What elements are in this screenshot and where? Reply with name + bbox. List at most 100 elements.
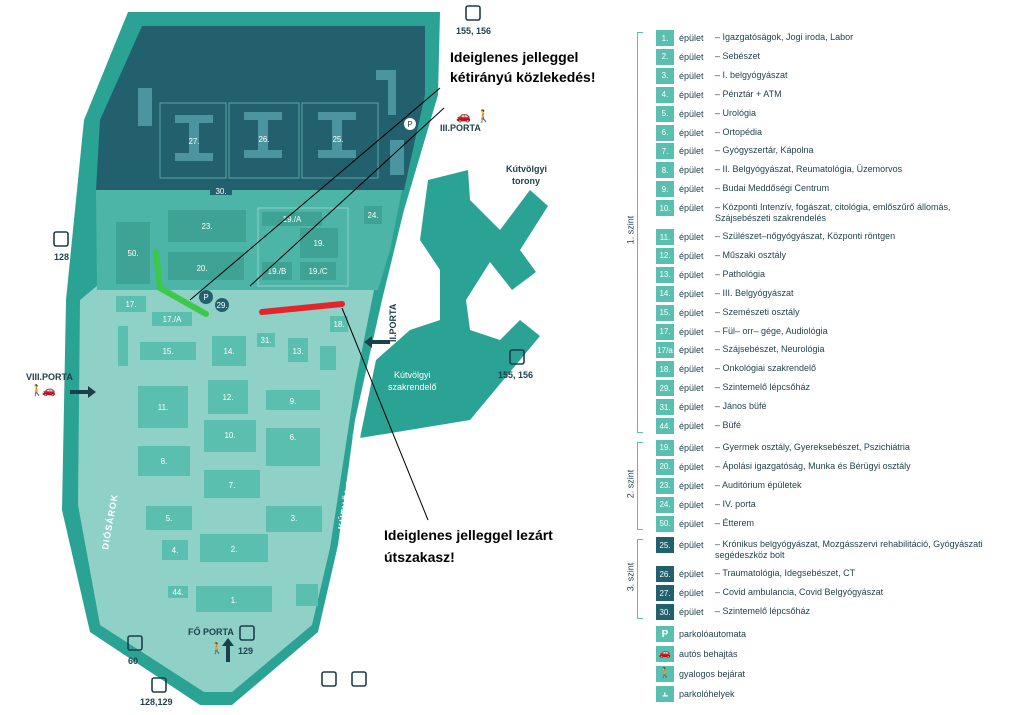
- building-5[interactable]: 5.: [146, 506, 192, 530]
- building-description: – Krónikus belgyógyászat, Mozgásszervi r…: [715, 539, 983, 561]
- building-14[interactable]: 14.: [212, 336, 246, 366]
- annotation-pointer-line: [249, 107, 445, 287]
- building-number-badge: 19.: [656, 439, 674, 456]
- parking-marker: P: [199, 290, 213, 304]
- svg-text:1.: 1.: [231, 596, 238, 605]
- building-8[interactable]: 8.: [138, 446, 190, 476]
- building-number-badge: 15.: [656, 304, 674, 321]
- building-shape: [138, 88, 152, 126]
- building-description: – Traumatológia, Idegsebészet, CT: [715, 568, 856, 579]
- building-12[interactable]: 12.: [208, 380, 248, 414]
- building-description: – Szülészet–nőgyógyászat, Központi röntg…: [715, 231, 896, 241]
- closed-road-segment: [259, 301, 345, 315]
- building-18[interactable]: 18.: [330, 316, 348, 332]
- parking-marker: P: [404, 118, 416, 130]
- building-number-badge: 8.: [656, 162, 674, 179]
- svg-text:20.: 20.: [196, 264, 207, 273]
- legend-row: 9.épület– Budai Meddőségi Centrum: [656, 181, 985, 199]
- gate-arrow-icon: [222, 638, 234, 662]
- building-1[interactable]: 1.: [196, 586, 272, 612]
- building-description: – III. Belgyógyászat: [715, 287, 794, 298]
- legend-row: 15. épület – Szemészeti osztály: [656, 304, 985, 323]
- building-9[interactable]: 9.: [266, 390, 320, 410]
- legend-row: 8.épület– II. Belgyógyászat, Reumatológi…: [656, 162, 985, 180]
- tram-lines-label: 60: [128, 656, 138, 666]
- building-13[interactable]: 13.: [288, 338, 308, 362]
- two-way-notice-line2: kétirányú közlekedés!: [450, 69, 596, 85]
- building-11[interactable]: 11.: [138, 386, 188, 428]
- building-50[interactable]: 50.: [116, 222, 150, 284]
- building-29[interactable]: 29.: [215, 298, 229, 312]
- building-10[interactable]: 10.: [204, 420, 256, 452]
- building-3[interactable]: 3.: [266, 506, 322, 532]
- building-number-badge: 11.: [656, 229, 674, 245]
- building-legend: 1.épület– Igazgatóságok, Jogi iroda, Lab…: [625, 28, 1024, 708]
- building-word: épület: [679, 108, 704, 119]
- building-2[interactable]: 2.: [200, 534, 268, 562]
- building-7[interactable]: 7.: [204, 470, 260, 498]
- legend-row: 25.épület– Krónikus belgyógyászat, Mozgá…: [656, 537, 985, 560]
- building-17[interactable]: 17.: [116, 296, 146, 312]
- building-17a[interactable]: 17./A: [152, 312, 192, 326]
- building-20[interactable]: 20.: [168, 252, 244, 280]
- kutvolgyi-clinic-building[interactable]: [360, 170, 548, 438]
- legend-symbol-label: autós behajtás: [679, 648, 738, 659]
- annotation-pointer-line: [189, 87, 441, 301]
- building-description: – Fül– orr– gége, Audiológia: [715, 325, 828, 336]
- building-number-badge: 17/a: [656, 342, 674, 359]
- legend-symbol-label: gyalogos bejárat: [679, 668, 746, 679]
- svg-text:5.: 5.: [166, 514, 173, 523]
- building-number-badge: 31.: [656, 399, 674, 416]
- svg-text:23.: 23.: [201, 222, 212, 231]
- svg-text:3.: 3.: [291, 514, 298, 523]
- building-word: épület: [679, 127, 704, 138]
- building-description: – Pénztár + ATM: [715, 88, 782, 99]
- closed-road-notice-line2: útszakasz!: [384, 549, 455, 565]
- building-description: – Ortopédia: [715, 126, 763, 137]
- building-shape: [118, 326, 128, 366]
- kutvolgyi-clinic-label: Kútvölgyi: [394, 370, 431, 380]
- building-4[interactable]: 4.: [162, 540, 188, 560]
- svg-text:12.: 12.: [222, 393, 233, 402]
- building-30[interactable]: 30.: [210, 186, 232, 196]
- legend-row: 27.épület– Covid ambulancia, Covid Belgy…: [656, 585, 985, 603]
- building-word: épület: [679, 518, 704, 529]
- svg-text:P: P: [407, 120, 412, 129]
- legend-symbol-label: parkolóhelyek: [679, 688, 735, 699]
- bus-stop-icon: [239, 625, 255, 641]
- building-word: épület: [679, 402, 704, 413]
- building-24[interactable]: 24.: [364, 206, 382, 224]
- building-31[interactable]: 31.: [257, 333, 275, 347]
- building-word: épület: [679, 461, 704, 472]
- building-description: – Szemészeti osztály: [715, 306, 800, 317]
- building-26[interactable]: 26.: [228, 102, 300, 179]
- building-word: épület: [679, 250, 704, 261]
- legend-row: 3.épület– I. belgyógyászat: [656, 67, 985, 86]
- parking-machine-icon: P: [656, 626, 674, 642]
- building-word: épület: [679, 89, 704, 100]
- legend-row: 18.épület– Onkológiai szakrendelő: [656, 361, 985, 379]
- legend-row: 1.épület– Igazgatóságok, Jogi iroda, Lab…: [656, 30, 985, 48]
- building-word: épület: [679, 307, 704, 318]
- parking-spot-icon: ⫠: [656, 685, 674, 702]
- building-number-badge: 6.: [656, 124, 674, 141]
- building-6[interactable]: 6.: [266, 428, 320, 466]
- svg-text:2.: 2.: [231, 545, 238, 554]
- building-15[interactable]: 15.: [140, 342, 196, 360]
- svg-text:7.: 7.: [229, 481, 236, 490]
- tram-stop-icon: [351, 671, 367, 687]
- building-description: – Műszaki osztály: [715, 249, 787, 260]
- legend-row: 29.épület– Szintemelő lépcsőház: [656, 380, 985, 398]
- svg-text:6.: 6.: [290, 433, 297, 442]
- building-number-badge: 23.: [656, 477, 674, 494]
- building-word: épület: [679, 364, 704, 375]
- building-number-badge: 27.: [656, 585, 674, 602]
- level-bracket: [637, 539, 644, 619]
- bus-lines-label: 128,129: [140, 697, 173, 707]
- building-number-badge: 3.: [656, 67, 674, 84]
- building-44[interactable]: 44.: [168, 586, 188, 598]
- building-23[interactable]: 23.: [168, 210, 246, 242]
- building-27[interactable]: 27.: [159, 102, 227, 179]
- building-19[interactable]: 19./A 19. 19./B 19./C: [257, 207, 349, 287]
- building-word: épület: [679, 345, 704, 356]
